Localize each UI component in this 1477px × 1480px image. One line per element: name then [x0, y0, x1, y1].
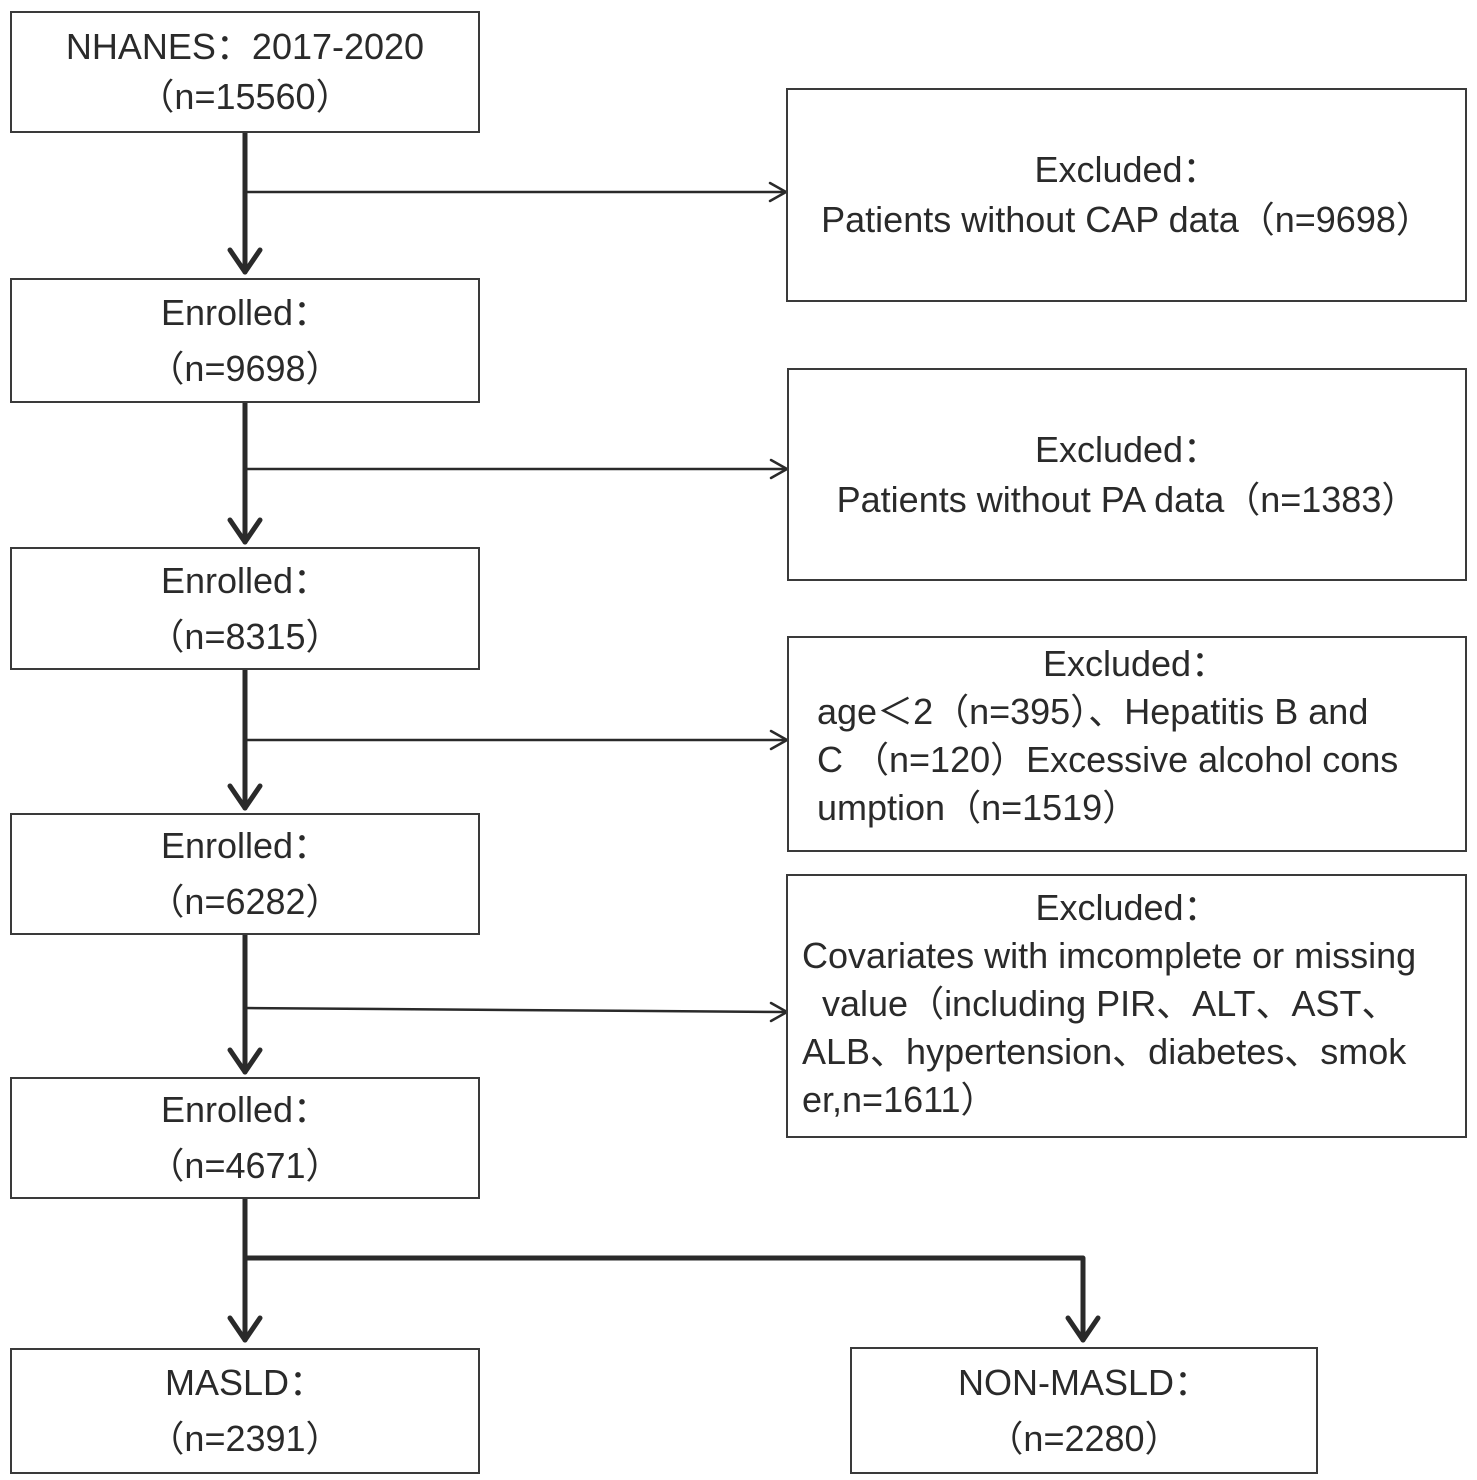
excluded-line: Covariates with imcomplete or missing: [802, 935, 1417, 976]
enrolled-count: （n=9698）: [148, 347, 342, 389]
excluded-label: Excluded：: [1042, 643, 1228, 684]
enrolled-count: （n=6282）: [148, 881, 342, 922]
non-masld-box: NON-MASLD： （n=2280）: [850, 1347, 1318, 1474]
enrolled-label: Enrolled：: [160, 559, 330, 601]
excluded-box-1: Excluded： Patients without CAP data（n=96…: [786, 88, 1467, 302]
masld-box: MASLD： （n=2391）: [10, 1348, 480, 1474]
enrolled-box-3: Enrolled： （n=6282）: [10, 813, 480, 935]
arrow-non-masld: [242, 1255, 1086, 1343]
start-title: NHANES：2017-2020: [65, 26, 425, 67]
start-count: （n=15560）: [138, 76, 352, 117]
excluded-detail: Covariates with imcomplete or missing va…: [802, 932, 1453, 1124]
excluded-label: Excluded：: [1034, 149, 1219, 190]
enrolled-label: Enrolled：: [160, 825, 330, 866]
excluded-line: value（including PIR、ALT、AST、: [822, 983, 1398, 1024]
enrolled-box-4: Enrolled： （n=4671）: [10, 1077, 480, 1199]
excluded-line: umption（n=1519）: [817, 787, 1139, 828]
enrolled-label: Enrolled：: [160, 1089, 330, 1130]
outcome-label: MASLD：: [164, 1362, 326, 1403]
enrolled-label: Enrolled：: [160, 291, 330, 333]
excluded-label: Excluded：: [1034, 428, 1220, 470]
excluded-line: age＜2（n=395）、Hepatitis B and: [817, 691, 1369, 732]
outcome-count: （n=2391）: [148, 1418, 342, 1459]
excluded-label: Excluded：: [1035, 887, 1220, 928]
excluded-box-2: Excluded： Patients without PA data（n=138…: [787, 368, 1467, 581]
excluded-line: C （n=120）Excessive alcohol cons: [817, 739, 1399, 780]
excluded-line: Patients without CAP data（n=9698）: [821, 199, 1432, 240]
excluded-detail: Patients without PA data（n=1383）: [801, 475, 1453, 525]
enrolled-count: （n=4671）: [148, 1145, 342, 1186]
excluded-line: Patients without PA data（n=1383）: [836, 478, 1418, 520]
excluded-detail: age＜2（n=395）、Hepatitis B and C （n=120）Ex…: [817, 688, 1453, 832]
outcome-count: （n=2280）: [987, 1417, 1181, 1459]
arrow-exclude-4: [243, 1006, 789, 1014]
outcome-label: NON-MASLD：: [957, 1361, 1211, 1403]
start-box: NHANES：2017-2020 （n=15560）: [10, 11, 480, 133]
excluded-line: ALB、hypertension、diabetes、smok: [802, 1031, 1407, 1072]
excluded-box-3: Excluded： age＜2（n=395）、Hepatitis B and C…: [787, 636, 1467, 852]
excluded-detail: Patients without CAP data（n=9698）: [800, 195, 1453, 245]
enrolled-count: （n=8315）: [148, 615, 342, 657]
excluded-line: er,n=1611）: [802, 1079, 997, 1120]
excluded-box-4: Excluded： Covariates with imcomplete or …: [786, 874, 1467, 1138]
enrolled-box-2: Enrolled： （n=8315）: [10, 547, 480, 670]
enrolled-box-1: Enrolled： （n=9698）: [10, 278, 480, 403]
